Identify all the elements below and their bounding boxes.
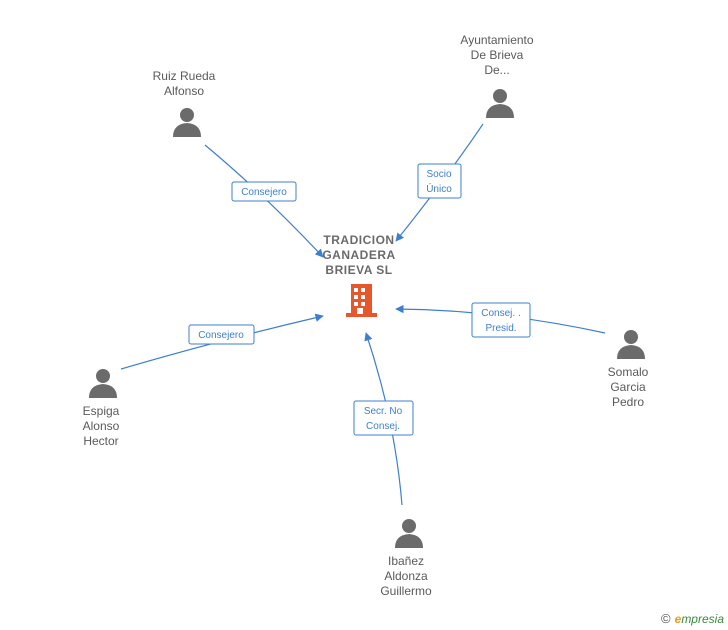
person-name-line: Alonso <box>83 419 120 433</box>
edge-label-somalo[interactable]: Consej. . Presid. <box>471 302 531 338</box>
edge-label-text: Único <box>426 182 452 195</box>
person-icon <box>395 519 423 548</box>
edge-label-ruiz[interactable]: Consejero <box>231 181 297 202</box>
person-node-ruiz[interactable]: Ruiz Rueda Alfonso <box>153 69 216 137</box>
person-name-line: Pedro <box>612 395 644 409</box>
person-icon <box>89 369 117 398</box>
person-name-line: Hector <box>83 434 118 448</box>
person-name-line: De Brieva <box>471 48 524 62</box>
copyright-symbol: © <box>661 611 671 626</box>
person-name-line: Aldonza <box>384 569 428 583</box>
person-node-espiga[interactable]: Espiga Alonso Hector <box>83 369 120 448</box>
person-node-ayuntamiento[interactable]: Ayuntamiento De Brieva De... <box>460 33 534 118</box>
edge-label-text: Socio <box>426 169 451 180</box>
building-icon <box>346 284 377 317</box>
person-icon <box>486 89 514 118</box>
edge-label-text: Consej. <box>366 421 400 432</box>
person-icon <box>173 108 201 137</box>
edge-label-text: Consejero <box>198 330 244 341</box>
edge-label-text: Secr. No <box>364 406 403 417</box>
person-name-line: Ayuntamiento <box>460 33 533 47</box>
person-name-line: Ibañez <box>388 554 424 568</box>
edge-label-espiga[interactable]: Consejero <box>188 324 255 345</box>
company-name-line: BRIEVA SL <box>325 263 392 277</box>
person-icon <box>617 330 645 359</box>
edge-label-text: Presid. <box>485 323 516 334</box>
company-name-line: GANADERA <box>322 248 395 262</box>
person-name-line: Espiga <box>83 404 120 418</box>
person-name-line: Ruiz Rueda <box>153 69 216 83</box>
brand-name: mpresia <box>681 612 724 626</box>
edge-label-text: Consejero <box>241 187 287 198</box>
empresia-logo: ©empresia <box>661 611 724 626</box>
company-node[interactable]: TRADICION GANADERA BRIEVA SL <box>322 233 395 317</box>
person-node-somalo[interactable]: Somalo Garcia Pedro <box>608 330 649 409</box>
edge-label-text: Consej. . <box>481 308 520 319</box>
edge-label-ibanez[interactable]: Secr. No Consej. <box>353 400 414 436</box>
person-name-line: De... <box>484 63 509 77</box>
person-node-ibanez[interactable]: Ibañez Aldonza Guillermo <box>380 519 432 598</box>
brand-initial: e <box>674 612 682 626</box>
company-name-line: TRADICION <box>323 233 394 247</box>
person-name-line: Guillermo <box>380 584 432 598</box>
edge-label-ayuntamiento[interactable]: Socio Único <box>417 163 462 199</box>
person-name-line: Somalo <box>608 365 649 379</box>
person-name-line: Alfonso <box>164 84 204 98</box>
person-name-line: Garcia <box>610 380 646 394</box>
